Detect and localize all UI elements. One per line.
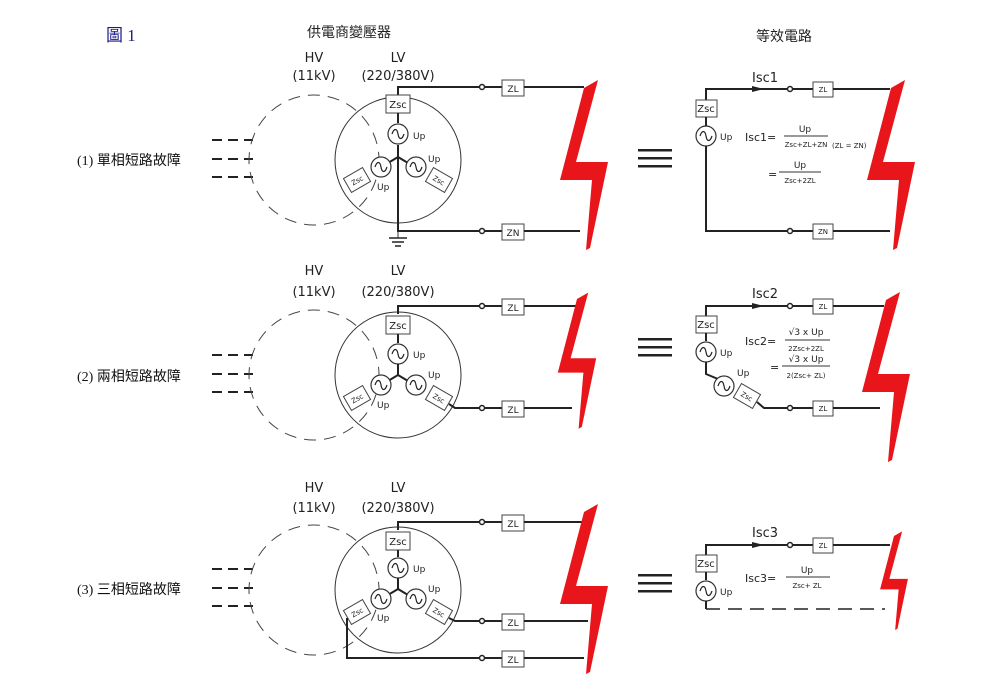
- up-label: Up: [413, 565, 426, 575]
- case-2-two-phase: HV (11kV) LV (220/380V) (2) 兩相短路故障 Zsc U…: [77, 264, 910, 462]
- zl-label: ZL: [819, 542, 828, 550]
- hv-label: HV: [305, 481, 324, 496]
- zl-label: ZL: [507, 656, 518, 666]
- formula-numerator: Up: [799, 125, 812, 135]
- up-label: Up: [428, 585, 441, 595]
- up-label: Up: [428, 371, 441, 381]
- hv-winding: [248, 94, 380, 226]
- up-label: Up: [720, 133, 733, 143]
- zl-label: ZL: [819, 86, 828, 94]
- lv-label: LV: [391, 51, 406, 66]
- hv-voltage: (11kV): [292, 501, 335, 516]
- zl-label: ZL: [819, 405, 828, 413]
- up-label: Up: [377, 614, 390, 624]
- current-label: Isc2: [752, 287, 778, 302]
- case-label: (3) 三相短路故障: [77, 582, 181, 598]
- fault-bolt: [862, 292, 910, 462]
- equivalence-symbol: [638, 574, 672, 593]
- case-3-three-phase: HV (11kV) LV (220/380V) (3) 三相短路故障 Zsc U…: [77, 481, 908, 674]
- formula-denominator: Zsc+2ZL: [784, 177, 815, 185]
- lv-voltage: (220/380V): [361, 501, 434, 516]
- fault-bolt: [880, 531, 908, 630]
- formula-denominator: 2Zsc+2ZL: [788, 345, 824, 353]
- equivalent-circuit-header: 等效電路: [756, 28, 812, 45]
- fault-bolt: [560, 80, 608, 250]
- equals-sign: =: [770, 361, 779, 374]
- formula-lhs: Isc2=: [745, 335, 776, 348]
- lv-voltage: (220/380V): [361, 285, 434, 300]
- zl-label: ZL: [507, 406, 518, 416]
- zl-label: ZL: [507, 304, 518, 314]
- formula-numerator: Up: [794, 161, 807, 171]
- figure-title: 圖 1: [106, 26, 136, 45]
- fault-bolt: [867, 80, 915, 250]
- zl-label: ZL: [507, 619, 518, 629]
- case-label: (1) 單相短路故障: [77, 153, 181, 169]
- lv-label: LV: [391, 481, 406, 496]
- up-label: Up: [720, 349, 733, 359]
- zsc-label: Zsc: [389, 537, 407, 548]
- zl-label: ZL: [819, 303, 828, 311]
- formula-denominator: 2(Zsc+ ZL): [787, 372, 826, 380]
- zn-label: ZN: [507, 229, 520, 239]
- formula-numerator: √3 x Up: [789, 354, 824, 365]
- up-label: Up: [413, 351, 426, 361]
- current-label: Isc1: [752, 71, 778, 86]
- zsc-label: Zsc: [389, 321, 407, 332]
- zsc-label: Zsc: [389, 100, 407, 111]
- supplier-transformer-header: 供電商變壓器: [307, 25, 391, 41]
- zsc-label: Zsc: [697, 559, 715, 570]
- fault-bolt: [560, 504, 608, 674]
- lv-voltage: (220/380V): [361, 69, 434, 84]
- formula-lhs: Isc1=: [745, 131, 776, 144]
- hv-label: HV: [305, 264, 324, 279]
- zn-label: ZN: [818, 228, 828, 236]
- zsc-label: Zsc: [697, 320, 715, 331]
- formula-denominator: Zsc+ZL+ZN: [785, 141, 828, 149]
- equals-sign-2: =: [768, 168, 777, 181]
- zl-label: ZL: [507, 85, 518, 95]
- up-label: Up: [377, 401, 390, 411]
- up-label: Up: [428, 155, 441, 165]
- case-1-single-phase: HV (11kV) LV (220/380V) (1) 單相短路故障 Zsc U…: [77, 51, 915, 250]
- case-label: (2) 兩相短路故障: [77, 369, 181, 385]
- formula-numerator: Up: [801, 566, 814, 576]
- zsc-label: Zsc: [697, 104, 715, 115]
- up-label: Up: [737, 369, 750, 379]
- hv-voltage: (11kV): [292, 69, 335, 84]
- formula-numerator: √3 x Up: [789, 327, 824, 338]
- lv-label: LV: [391, 264, 406, 279]
- hv-label: HV: [305, 51, 324, 66]
- formula-condition: (ZL = ZN): [832, 142, 867, 150]
- up-label: Up: [377, 183, 390, 193]
- formula-lhs: Isc3=: [745, 572, 776, 585]
- zl-label: ZL: [507, 520, 518, 530]
- equivalence-symbol: [638, 149, 672, 168]
- formula-denominator: Zsc+ ZL: [792, 582, 821, 590]
- current-label: Isc3: [752, 526, 778, 541]
- hv-voltage: (11kV): [292, 285, 335, 300]
- up-label: Up: [720, 588, 733, 598]
- equivalence-symbol: [638, 338, 672, 357]
- up-label: Up: [413, 132, 426, 142]
